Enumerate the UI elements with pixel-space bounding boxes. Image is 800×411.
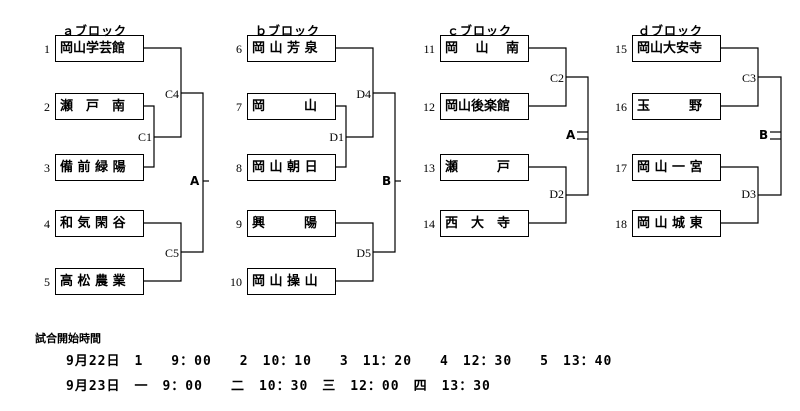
team-number: 7	[236, 100, 242, 114]
block-title-c: ｃブロック	[447, 24, 513, 38]
team-number: 10	[230, 275, 242, 289]
line-b-final	[373, 92, 396, 253]
line-a-c1	[143, 105, 155, 168]
team-number: 12	[423, 100, 435, 114]
team-box: 瀬 戸	[440, 154, 529, 181]
team-box: 岡 山	[247, 93, 336, 120]
team-number: 4	[44, 217, 50, 231]
team-number: 6	[236, 42, 242, 56]
final-label-a-second: A	[566, 128, 576, 142]
team-box: 岡山学芸館	[55, 35, 144, 62]
team-box: 岡山後楽館	[440, 93, 529, 120]
team-number: 2	[44, 100, 50, 114]
team-number: 1	[44, 42, 50, 56]
team-box: 和 気 閑 谷	[55, 210, 144, 237]
final-label-b-second: B	[759, 128, 769, 142]
team-number: 16	[615, 100, 627, 114]
team-number: 13	[423, 161, 435, 175]
team-number: 3	[44, 161, 50, 175]
team-box: 岡 山 芳 泉	[247, 35, 336, 62]
team-box: 高 松 農 業	[55, 268, 144, 295]
game-label-d1: D1	[329, 130, 344, 144]
team-box: 西 大 寺	[440, 210, 529, 237]
team-box: 興 陽	[247, 210, 336, 237]
game-label-c4: C4	[164, 87, 179, 101]
team-box: 岡山大安寺	[632, 35, 721, 62]
team-box: 岡 山 一 宮	[632, 154, 721, 181]
game-label-d4: D4	[356, 87, 371, 101]
team-number: 8	[236, 161, 242, 175]
team-number: 11	[423, 42, 435, 56]
team-number: 9	[236, 217, 242, 231]
team-number: 15	[615, 42, 627, 56]
game-label-d5: D5	[356, 246, 371, 260]
game-label-c5: C5	[164, 246, 179, 260]
game-label-c2: C2	[549, 71, 564, 85]
team-box: 備 前 緑 陽	[55, 154, 144, 181]
team-box: 岡 山 城 東	[632, 210, 721, 237]
line-c-final	[566, 76, 589, 196]
block-title-a: ａブロック	[62, 24, 128, 38]
block-title-b: ｂブロック	[255, 24, 321, 38]
game-label-c3: C3	[741, 71, 756, 85]
game-label-d3: D3	[741, 187, 756, 201]
team-box: 岡 山 操 山	[247, 268, 336, 295]
final-label-a: A	[190, 174, 200, 188]
line-d-final	[758, 76, 782, 196]
team-number: 17	[615, 161, 627, 175]
team-box: 玉 野	[632, 93, 721, 120]
schedule-row-sep22: 9月22日 1 9：00 2 10：10 3 11：20 4 12：30 5 1…	[66, 354, 613, 369]
team-box: 瀬 戸 南	[55, 93, 144, 120]
team-number: 18	[615, 217, 627, 231]
block-title-d: ｄブロック	[638, 24, 704, 38]
team-box: 岡 山 南	[440, 35, 529, 62]
line-a-final	[181, 92, 204, 253]
schedule-row-sep23: 9月23日 一 9：00 二 10：30 三 12：00 四 13：30	[66, 379, 491, 394]
game-label-c1: C1	[137, 130, 152, 144]
team-number: 14	[423, 217, 435, 231]
team-box: 岡 山 朝 日	[247, 154, 336, 181]
schedule-title: 試合開始時間	[35, 332, 101, 345]
line-b-d1	[335, 105, 347, 168]
game-label-d2: D2	[549, 187, 564, 201]
team-number: 5	[44, 275, 50, 289]
final-label-b: B	[382, 174, 392, 188]
